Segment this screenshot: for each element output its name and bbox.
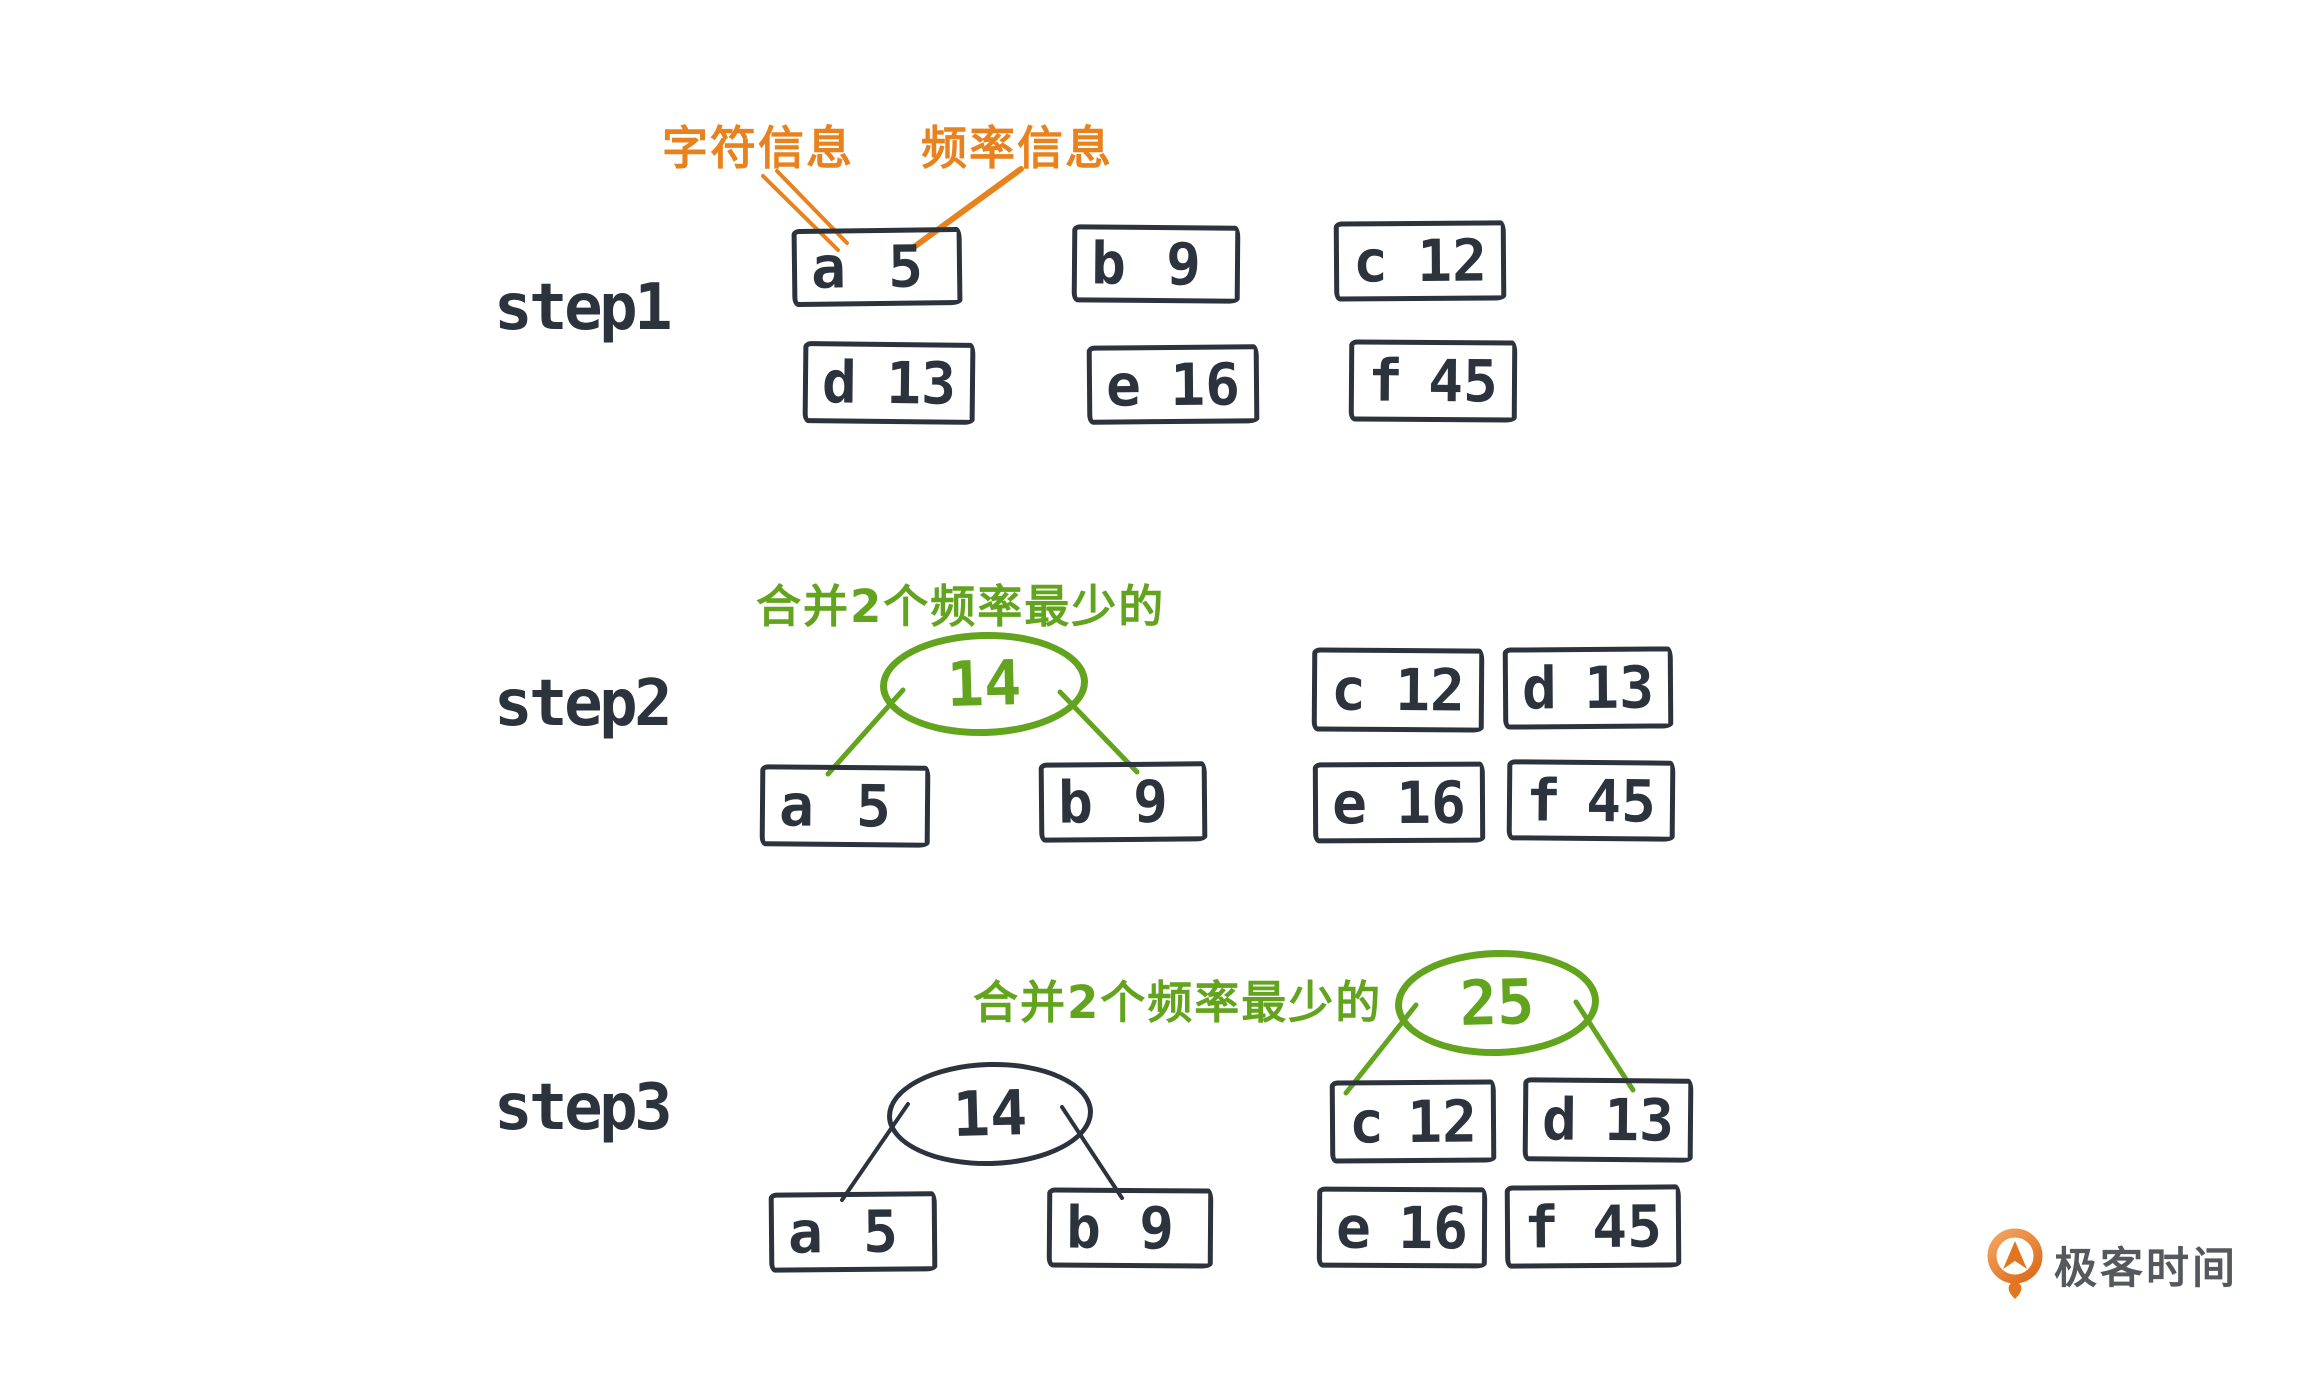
node-char: c [1352,227,1389,296]
node-char: e [1331,768,1368,837]
node-char: d [821,348,858,417]
node-box-d13: d 13 [1502,646,1674,730]
node-box-e16: e 16 [1086,344,1260,425]
step1-label: step1 [494,271,673,345]
node-char: b [1090,229,1127,298]
node-char: d [1541,1085,1578,1154]
merged-node-value: 25 [1458,965,1536,1040]
node-box-d13: d 13 [802,341,976,425]
node-freq: 12 [1416,226,1488,296]
node-freq: 9 [1165,230,1202,299]
node-box-c12: c 12 [1333,220,1507,302]
node-freq: 9 [1138,1194,1175,1263]
node-freq: 45 [1427,346,1499,416]
node-char: c [1348,1087,1385,1156]
node-box-f45: f 45 [1506,759,1676,842]
node-char: a [787,1198,824,1267]
node-freq: 13 [1603,1085,1675,1155]
node-char: e [1105,350,1142,420]
node-freq: 12 [1394,655,1466,725]
step3-subtree-edge-left [840,1102,910,1202]
subtree-node-value: 14 [951,1076,1029,1151]
step2-merge-annotation: 合并2个频率最少的 [756,580,1166,633]
node-char: f [1367,346,1404,415]
node-freq: 45 [1591,1192,1663,1261]
merged-node-value: 14 [945,646,1023,721]
step2-merge-edge-left [825,687,906,777]
node-char: b [1057,768,1094,837]
step2-merge-edge-right [1057,689,1140,775]
node-char: c [1330,655,1367,724]
node-freq: 12 [1406,1087,1478,1156]
node-box-a5: a 5 [791,226,963,308]
step2-label: step2 [494,667,673,741]
step3-merge-edge-left [1343,1002,1419,1096]
node-box-e16: e 16 [1316,1186,1488,1269]
node-char: d [1521,654,1558,723]
char-label-pointer-line-1 [761,174,840,252]
node-box-d13: d 13 [1522,1077,1694,1163]
node-freq: 13 [1583,653,1655,723]
node-freq: 5 [887,232,924,301]
node-freq: 5 [862,1197,899,1266]
node-char: f [1525,765,1562,835]
node-freq: 9 [1132,767,1169,836]
step3-label: step3 [494,1071,673,1145]
char-label-pointer-line-2 [775,169,849,245]
char-info-label: 字符信息 [662,121,854,175]
node-freq: 13 [885,348,957,418]
node-char: b [1065,1193,1102,1262]
node-box-b9: b 9 [1038,761,1208,843]
node-box-c12: c 12 [1329,1079,1497,1164]
node-box-a5: a 5 [759,764,931,848]
step3-merge-edge-right [1573,999,1636,1093]
node-box-f45: f 45 [1348,339,1518,423]
node-freq: 16 [1395,768,1467,837]
geektime-logo-text: 极客时间 [2054,1244,2238,1294]
node-box-b9: b 9 [1046,1187,1214,1269]
freq-info-label: 频率信息 [921,121,1113,175]
node-box-c12: c 12 [1311,647,1485,733]
node-box-f45: f 45 [1504,1184,1682,1269]
step3-merge-annotation: 合并2个频率最少的 [973,976,1383,1029]
node-char: a [810,233,847,302]
step3-subtree-edge-right [1060,1105,1124,1200]
node-box-e16: e 16 [1312,761,1486,844]
geektime-logo: 极客时间 [1986,1228,2238,1302]
node-char: e [1335,1193,1372,1262]
geektime-logo-icon [1987,1228,2043,1299]
node-box-b9: b 9 [1071,224,1241,304]
node-freq: 45 [1585,766,1657,836]
freq-label-pointer-line [911,166,1024,250]
node-freq: 5 [855,772,892,841]
node-char: a [778,771,815,840]
node-char: f [1523,1192,1560,1261]
node-freq: 16 [1169,349,1241,419]
node-box-a5: a 5 [768,1191,938,1273]
node-freq: 16 [1397,1193,1469,1262]
